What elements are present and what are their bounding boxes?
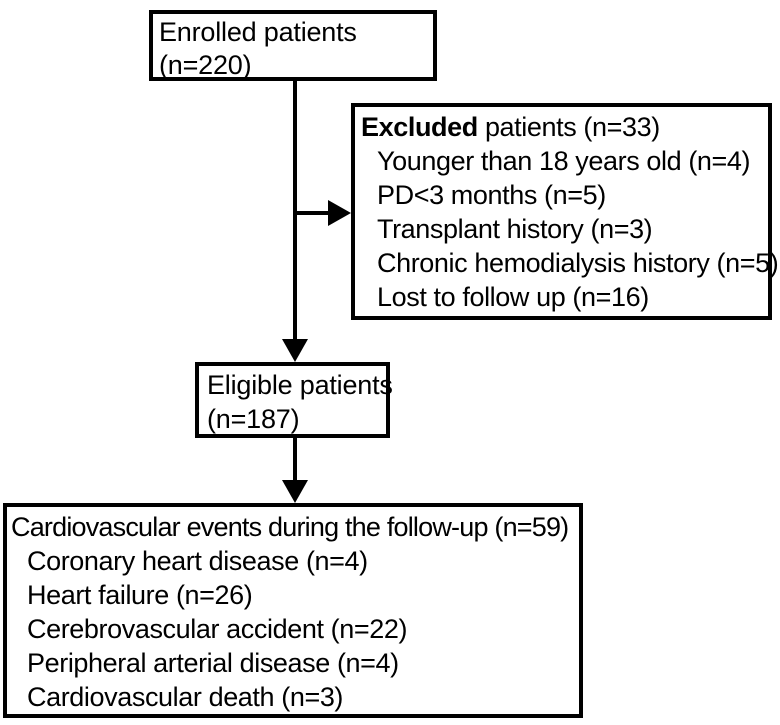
enrolled-patients-box: Enrolled patients (n=220) (149, 10, 437, 81)
eligible-patients-count: (n=187) (207, 404, 300, 434)
excluded-item-chronic-hemodialysis: Chronic hemodialysis history (n=5) (377, 248, 779, 278)
excluded-item-younger-than-18: Younger than 18 years old (n=4) (377, 146, 751, 176)
excluded-patients-title: Excluded patients (n=33) (361, 110, 762, 144)
excluded-item-pd-under-3-months: PD<3 months (n=5) (377, 180, 606, 210)
excluded-patients-box: Excluded patients (n=33) Younger than 18… (351, 103, 779, 320)
events-item-cardiovascular-death: Cardiovascular death (n=3) (27, 682, 344, 712)
events-item-cerebrovascular-accident: Cerebrovascular accident (n=22) (27, 614, 408, 644)
connector-eligible-to-events (293, 437, 297, 481)
eligible-patients-box: Eligible patients (n=187) (195, 362, 393, 438)
events-item-heart-failure: Heart failure (n=26) (27, 580, 253, 610)
cardiovascular-events-box: Cardiovascular events during the follow-… (3, 503, 583, 718)
cardiovascular-events-title: Cardiovascular events during the follow-… (11, 512, 569, 542)
events-item-coronary-heart-disease: Coronary heart disease (n=4) (27, 546, 368, 576)
connector-branch-to-excluded (295, 211, 333, 215)
enrolled-patients-label: Enrolled patients (159, 17, 357, 47)
excluded-patients-title-bold: Excluded (361, 112, 478, 142)
excluded-item-transplant-history: Transplant history (n=3) (377, 214, 653, 244)
enrolled-patients-count: (n=220) (159, 50, 252, 80)
arrowhead-right-to-excluded-icon (328, 200, 351, 226)
eligible-patients-label: Eligible patients (207, 370, 393, 400)
events-item-peripheral-arterial-disease: Peripheral arterial disease (n=4) (27, 648, 399, 678)
arrowhead-down-to-eligible-icon (282, 339, 308, 362)
excluded-item-lost-to-follow-up: Lost to follow up (n=16) (377, 282, 649, 312)
connector-enrolled-to-eligible (293, 81, 297, 339)
arrowhead-down-to-events-icon (282, 480, 308, 503)
excluded-patients-title-rest: patients (n=33) (477, 112, 660, 142)
